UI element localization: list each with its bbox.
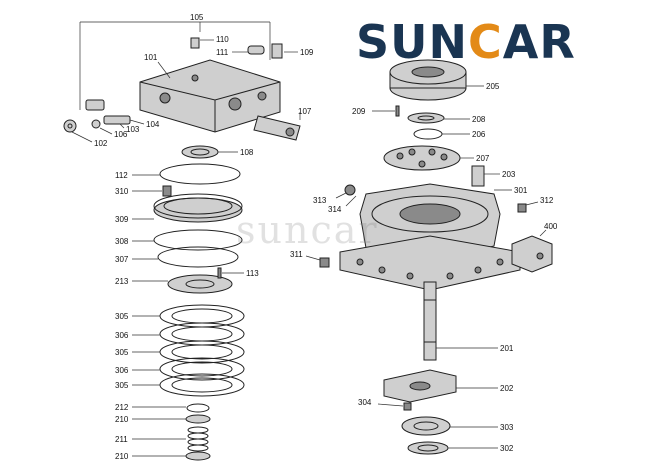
label-209: 209 bbox=[352, 107, 366, 116]
label-210b: 210 bbox=[115, 452, 129, 461]
plate-213 bbox=[167, 274, 233, 294]
label-112: 112 bbox=[115, 171, 128, 180]
bracket-105 bbox=[79, 21, 271, 110]
label-307: 307 bbox=[115, 255, 129, 264]
label-212: 212 bbox=[115, 403, 129, 412]
oil-seal-302 bbox=[407, 441, 449, 455]
label-203: 203 bbox=[502, 170, 516, 179]
o-ring-112 bbox=[159, 163, 241, 185]
pin-111 bbox=[247, 45, 265, 55]
spool-104 bbox=[103, 115, 131, 125]
spring-310 bbox=[162, 185, 172, 197]
fitting-109 bbox=[271, 43, 283, 59]
bearing-303 bbox=[401, 416, 451, 436]
label-206: 206 bbox=[472, 130, 486, 139]
label-208: 208 bbox=[472, 115, 486, 124]
drive-shaft-201 bbox=[423, 281, 437, 361]
brand-name-part2: AR bbox=[502, 15, 576, 69]
label-207: 207 bbox=[476, 154, 490, 163]
label-202: 202 bbox=[500, 384, 514, 393]
seal-103 bbox=[91, 119, 101, 129]
motor-casing-301 bbox=[339, 183, 521, 291]
label-106: 106 bbox=[114, 130, 128, 139]
label-309: 309 bbox=[115, 215, 129, 224]
label-110: 110 bbox=[216, 35, 229, 44]
pin-209 bbox=[395, 105, 400, 117]
label-111: 111 bbox=[216, 48, 229, 57]
ring-206 bbox=[413, 128, 443, 140]
label-107: 107 bbox=[298, 107, 312, 116]
valve-block-400 bbox=[511, 235, 553, 273]
label-109: 109 bbox=[300, 48, 314, 57]
label-213: 213 bbox=[115, 277, 129, 286]
plug-312 bbox=[517, 203, 527, 213]
label-312: 312 bbox=[540, 196, 554, 205]
plug-313 bbox=[344, 184, 356, 196]
bearing-108 bbox=[181, 145, 219, 159]
label-314: 314 bbox=[328, 205, 342, 214]
washer-102 bbox=[63, 119, 77, 133]
brake-piston-309 bbox=[153, 193, 243, 223]
brand-logo: SUNCAR bbox=[356, 14, 642, 70]
brand-name: SUNCAR bbox=[356, 16, 576, 68]
cylinder-block-207 bbox=[383, 145, 461, 171]
label-310: 310 bbox=[115, 187, 129, 196]
label-308: 308 bbox=[115, 237, 129, 246]
label-211: 211 bbox=[115, 435, 128, 444]
label-304: 304 bbox=[358, 398, 372, 407]
label-104: 104 bbox=[146, 120, 160, 129]
valve-housing-101 bbox=[139, 59, 281, 133]
label-400: 400 bbox=[544, 222, 558, 231]
label-210a: 210 bbox=[115, 415, 129, 424]
plug-110 bbox=[190, 37, 200, 49]
label-306a: 306 bbox=[115, 331, 129, 340]
label-305a: 305 bbox=[115, 312, 129, 321]
plug-203 bbox=[471, 165, 485, 187]
friction-plates bbox=[159, 304, 245, 397]
thrust-washer-208 bbox=[407, 112, 445, 124]
spring-211 bbox=[187, 426, 209, 452]
washer-210a bbox=[185, 414, 211, 424]
label-108: 108 bbox=[240, 148, 254, 157]
label-101: 101 bbox=[144, 53, 158, 62]
swash-plate-202 bbox=[383, 369, 457, 403]
carrier-205 bbox=[389, 59, 467, 101]
label-103: 103 bbox=[126, 125, 140, 134]
pin-113 bbox=[217, 267, 222, 279]
ring-212 bbox=[186, 403, 210, 413]
o-ring-308 bbox=[153, 229, 243, 251]
washer-210b bbox=[185, 451, 211, 461]
label-305b: 305 bbox=[115, 348, 129, 357]
label-201: 201 bbox=[500, 344, 514, 353]
spring-106 bbox=[85, 99, 105, 111]
brand-name-part1: SUN bbox=[356, 15, 468, 69]
label-303: 303 bbox=[500, 423, 514, 432]
label-302: 302 bbox=[500, 444, 514, 453]
plug-311 bbox=[319, 257, 330, 268]
label-306b: 306 bbox=[115, 366, 129, 375]
watermark: suncar bbox=[236, 208, 379, 252]
label-102: 102 bbox=[94, 139, 108, 148]
relief-valve-107 bbox=[253, 115, 301, 141]
label-105: 105 bbox=[190, 13, 204, 22]
label-113: 113 bbox=[246, 269, 259, 278]
pin-304 bbox=[403, 402, 412, 411]
label-305c: 305 bbox=[115, 381, 129, 390]
label-301: 301 bbox=[514, 186, 528, 195]
o-ring-307 bbox=[157, 246, 239, 268]
label-311: 311 bbox=[290, 250, 303, 259]
brand-name-accent: C bbox=[467, 15, 503, 69]
label-205: 205 bbox=[486, 82, 500, 91]
label-313: 313 bbox=[313, 196, 327, 205]
